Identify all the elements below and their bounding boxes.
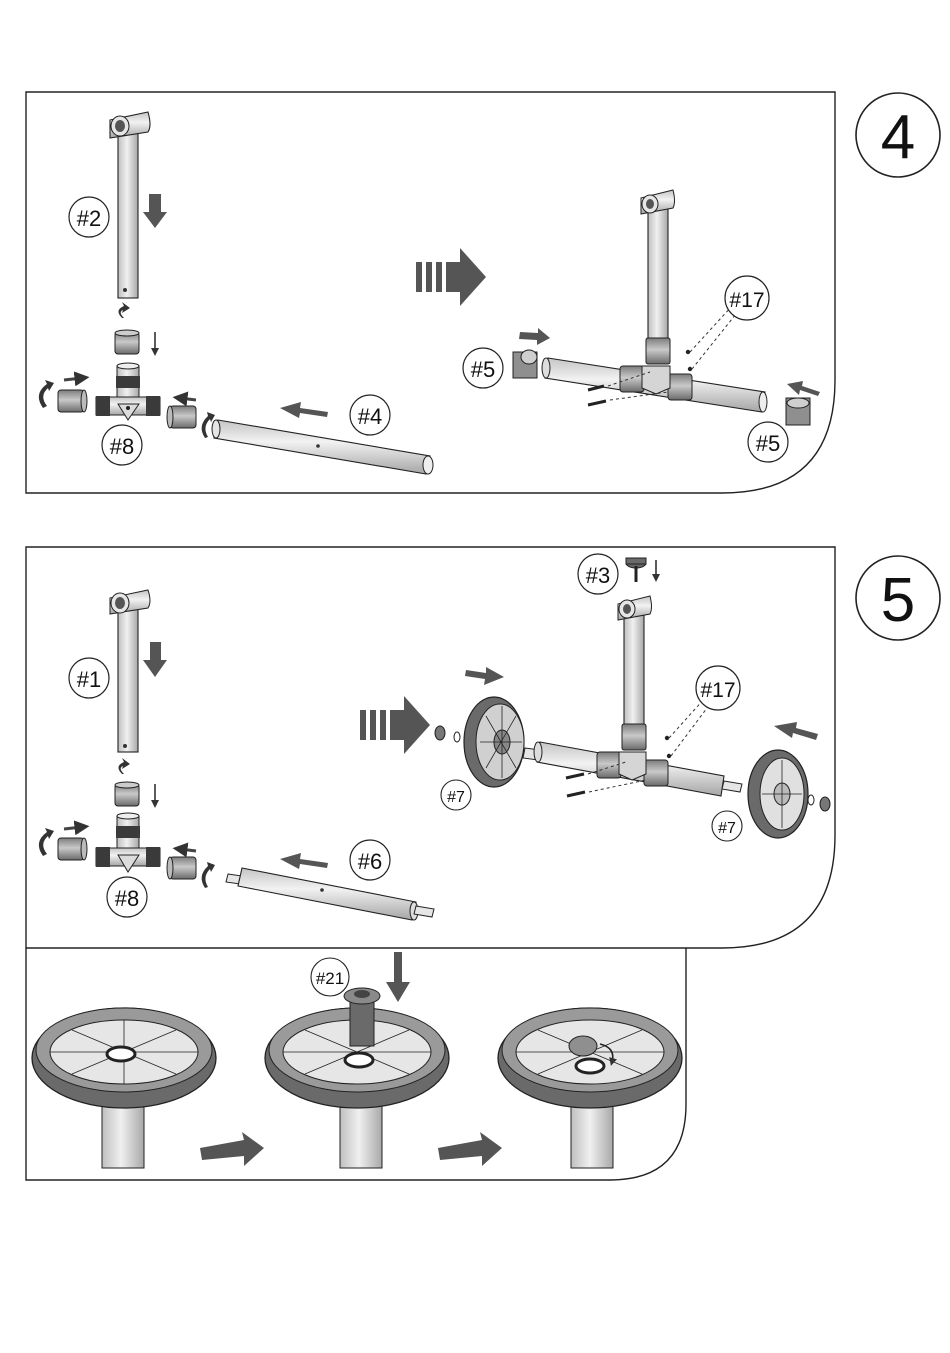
coupling-nut-left-5	[58, 838, 87, 860]
sequence-arrow-2-icon	[438, 1132, 502, 1166]
label-17-step5-group: #17	[696, 666, 740, 710]
label-7-left-group: #7	[441, 780, 471, 810]
step-5-badge: 5	[856, 556, 940, 640]
rotate-arrow-right-icon-5	[202, 862, 215, 888]
label-8-step5: #8	[115, 886, 139, 911]
knob-3	[626, 558, 656, 582]
label-6: #6	[358, 849, 382, 874]
label-2-group: #2	[69, 197, 109, 237]
label-4: #4	[358, 404, 382, 429]
rotate-arrow-left-icon	[39, 380, 54, 408]
coupling-nut-right-5	[167, 857, 196, 879]
sequence-arrow-1-icon	[200, 1132, 264, 1166]
label-21: #21	[316, 969, 344, 988]
label-7-right-group: #7	[712, 811, 742, 841]
rotate-arrow-icon-5	[118, 758, 130, 774]
push-arrow-right-icon	[180, 398, 196, 400]
tube-4	[212, 420, 433, 474]
label-2: #2	[77, 206, 101, 231]
label-1: #1	[77, 667, 101, 692]
step-5-panel: 5 #1	[26, 547, 940, 1180]
label-5-left: #5	[471, 357, 495, 382]
axle-tube-6	[226, 868, 434, 920]
push-arrow-left-icon	[64, 378, 82, 380]
label-17-step4: #17	[729, 289, 764, 312]
hub-detail-1	[32, 1008, 216, 1168]
step-5-number: 5	[881, 566, 915, 635]
label-8-step5-group: #8	[107, 877, 147, 917]
label-7-right: #7	[718, 820, 736, 837]
coupling-nut-left	[58, 390, 87, 412]
wheel-arrow-left-icon	[465, 667, 504, 685]
label-3-group: #3	[578, 554, 618, 594]
label-5-left-group: #5	[463, 348, 503, 388]
label-17-step5: #17	[700, 679, 735, 702]
label-7-left: #7	[447, 789, 465, 806]
rotate-arrow-left-icon-5	[39, 828, 54, 856]
step-4-panel: 4 #2	[26, 92, 940, 493]
rotate-arrow-icon	[118, 302, 130, 318]
label-1-group: #1	[69, 658, 109, 698]
hub-detail-2	[265, 952, 449, 1168]
wheel-arrow-right-icon	[774, 722, 818, 740]
label-17-step4-group: #17	[725, 276, 769, 320]
coupling-nut-top	[115, 330, 139, 354]
label-3: #3	[586, 563, 610, 588]
push-arrow-left-icon-5	[64, 827, 82, 829]
step-4-number: 4	[881, 103, 915, 172]
transition-arrow-step5-icon	[360, 696, 430, 754]
insert-arrow-icon-5	[280, 853, 328, 869]
wheel-7-left	[435, 697, 524, 787]
label-5-right-group: #5	[748, 422, 788, 462]
label-5-right: #5	[756, 431, 780, 456]
pole-2	[110, 112, 167, 298]
label-8-step4-group: #8	[102, 425, 142, 465]
pole-1	[110, 590, 167, 752]
t-connector-8	[96, 363, 160, 420]
label-4-group: #4	[350, 395, 390, 435]
step-4-badge: 4	[856, 93, 940, 177]
t-connector-8-step5	[96, 813, 160, 872]
coupling-nut-right	[167, 406, 196, 428]
wheel-7-right	[748, 750, 830, 838]
insert-arrow-icon	[280, 402, 328, 418]
cap-arrow-right-icon	[787, 381, 820, 396]
transition-arrow-step4-icon	[416, 248, 486, 306]
coupling-nut-top-5	[115, 782, 139, 806]
end-cap-5-right	[786, 398, 810, 425]
label-8-step4: #8	[110, 434, 134, 459]
label-6-group: #6	[350, 840, 390, 880]
cap-arrow-left-icon	[519, 328, 550, 345]
end-cap-5-left	[513, 350, 537, 378]
push-arrow-right-icon-5	[180, 849, 196, 851]
label-21-group: #21	[311, 958, 349, 996]
hub-detail-3	[498, 1008, 682, 1168]
